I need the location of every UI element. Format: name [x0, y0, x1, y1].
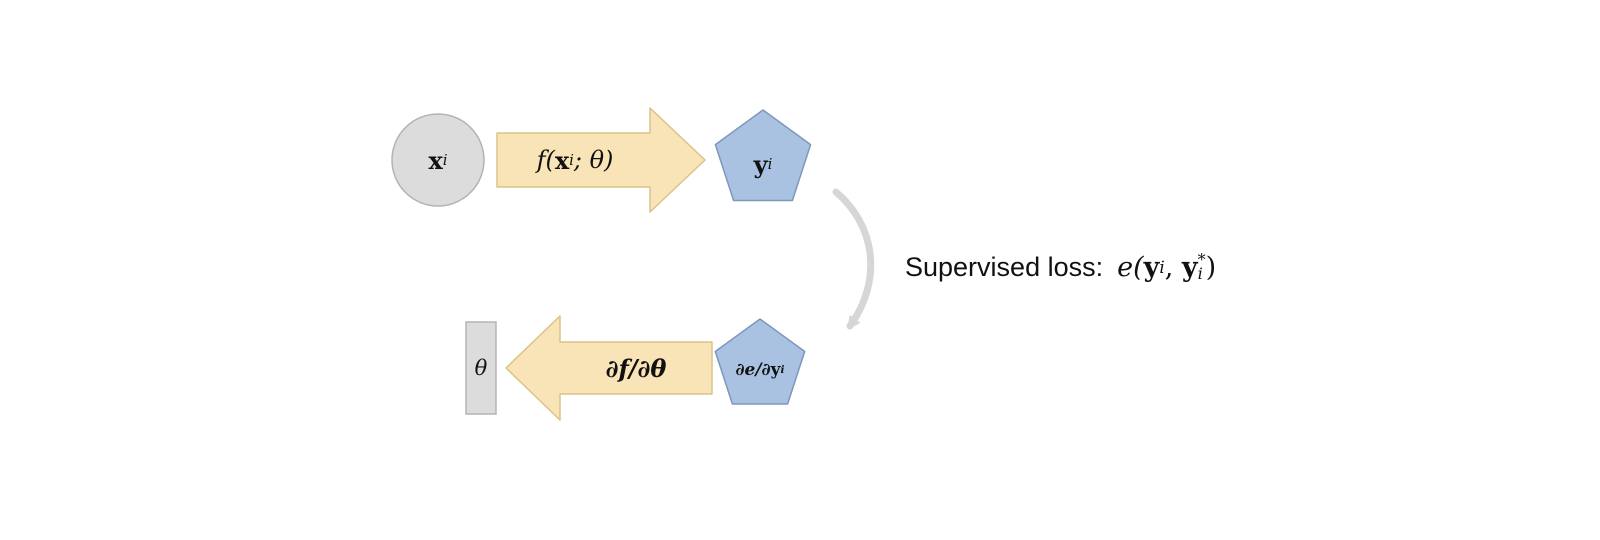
forward-label-pre: f( — [536, 146, 555, 174]
loss-y2-sup: * — [1197, 250, 1206, 270]
backward-arrow-shape — [505, 315, 713, 421]
theta-rect-shape — [465, 321, 497, 415]
output-pentagon-shape — [714, 109, 812, 202]
input-node-base: x — [428, 145, 443, 175]
loss-y2-supsub: *i — [1197, 250, 1206, 283]
loss-y2: y — [1181, 251, 1198, 283]
forward-label-post: ; θ) — [573, 146, 614, 174]
loss-close: ) — [1205, 251, 1217, 283]
forward-arrow-shape — [496, 107, 706, 213]
forward-label-base: x — [554, 145, 570, 175]
grad-label-base: y — [770, 360, 781, 380]
output-node-base: y — [753, 149, 768, 179]
grad-pentagon-shape — [714, 318, 806, 405]
loss-comma: , — [1164, 251, 1174, 283]
loss-curve-arrow — [832, 188, 875, 330]
theta-symbol: θ — [474, 356, 488, 380]
loss-y2-sub: i — [1197, 264, 1203, 283]
grad-label-pre: ∂e/∂ — [735, 360, 771, 380]
loss-y1: y — [1143, 251, 1160, 283]
backward-label-text: ∂f/∂θ — [605, 353, 667, 383]
theta-node-label: θ — [466, 322, 496, 414]
loss-e-open: e( — [1117, 251, 1144, 283]
backward-arrow-label: ∂f/∂θ — [560, 342, 712, 394]
loss-prefix-text: Supervised loss: — [905, 251, 1104, 282]
input-circle-shape — [391, 113, 485, 207]
